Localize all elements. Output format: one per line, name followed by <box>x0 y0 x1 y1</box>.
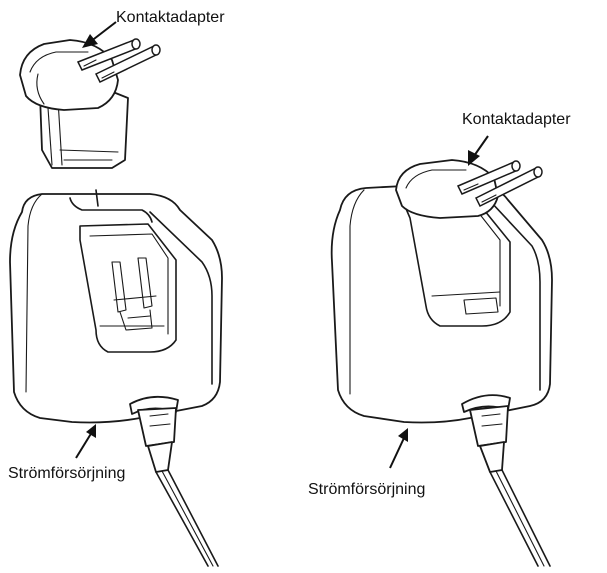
left-power-supply <box>9 189 223 567</box>
right-adapter-pins <box>456 160 543 208</box>
right-adapter-callout: Kontaktadapter <box>462 111 571 166</box>
left-supply-label: Strömförsörjning <box>8 465 125 482</box>
right-adapter-label: Kontaktadapter <box>462 111 571 128</box>
left-supply-callout: Strömförsörjning <box>8 424 125 482</box>
right-assembly: Kontaktadapter Strömförsörjning <box>308 111 571 567</box>
left-plug-adapter <box>19 38 161 169</box>
right-supply-label: Strömförsörjning <box>308 481 425 498</box>
left-adapter-callout: Kontaktadapter <box>82 9 225 48</box>
right-cable <box>461 394 551 567</box>
left-cable <box>129 395 219 567</box>
left-assembly: Kontaktadapter Strömförsörjning <box>8 9 225 567</box>
left-slot-contacts <box>111 257 157 331</box>
right-supply-callout: Strömförsörjning <box>308 428 425 498</box>
left-adapter-label: Kontaktadapter <box>116 9 225 26</box>
right-power-supply <box>330 159 553 567</box>
right-plug-adapter <box>395 159 543 219</box>
left-adapter-pins <box>76 38 161 83</box>
